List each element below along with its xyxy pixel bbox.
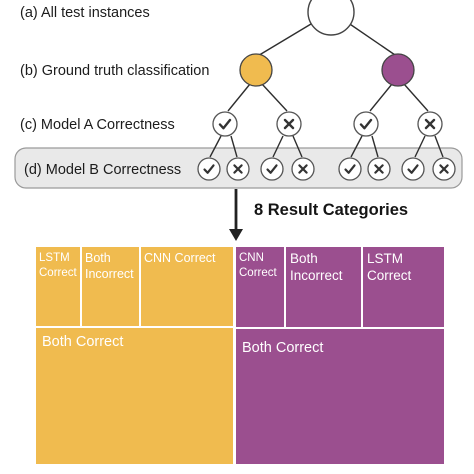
- cross-icon: [233, 164, 243, 174]
- cross-icon: [298, 164, 308, 174]
- edge-a2-to-b4: [292, 135, 303, 158]
- tile-yellow-both-incorrect-label: Both Incorrect: [85, 251, 134, 281]
- model-b-correct-node-3: [338, 157, 362, 181]
- edge-class-2-to-a-correct: [369, 83, 393, 112]
- down-arrow-icon: [229, 189, 243, 241]
- model-b-incorrect-node-1: [226, 157, 250, 181]
- tile-purple-both-incorrect: [286, 247, 361, 327]
- result-heading: 8 Result Categories: [254, 201, 408, 219]
- class-2-node: [381, 53, 415, 87]
- cross-icon: [424, 118, 436, 130]
- step-label-a: (a) All test instances: [20, 5, 150, 21]
- tile-yellow-lstm-correct: [36, 247, 80, 326]
- cross-icon: [283, 118, 295, 130]
- edge-a1-to-b1: [209, 135, 222, 158]
- model-b-incorrect-node-4: [432, 157, 456, 181]
- tile-yellow-both-incorrect: [82, 247, 139, 326]
- edge-class-1-to-a-incorrect: [261, 83, 288, 112]
- tile-purple-both-correct: [236, 329, 444, 464]
- tile-purple-lstm-correct: [363, 247, 444, 327]
- tile-purple-both-correct-label: Both Correct: [242, 340, 323, 356]
- model-a-correct-node-2: [353, 111, 379, 137]
- check-icon: [407, 164, 419, 174]
- edge-class-1-to-a-correct: [227, 83, 251, 112]
- model-b-correct-node-2: [260, 157, 284, 181]
- tile-yellow-cnn-correct: [141, 247, 233, 326]
- tile-purple-lstm-correct-label: LSTM Correct: [367, 251, 412, 283]
- model-b-correct-node-4: [401, 157, 425, 181]
- edge-a3-to-b6: [371, 135, 379, 158]
- edge-a4-to-b8: [434, 135, 444, 158]
- model-b-incorrect-node-3: [367, 157, 391, 181]
- class-1-node: [239, 53, 273, 87]
- cross-icon: [374, 164, 384, 174]
- tile-yellow-cnn-correct-label: CNN Correct: [144, 251, 216, 265]
- tree-edges: [209, 17, 444, 158]
- tile-yellow-both-correct-label: Both Correct: [42, 334, 123, 350]
- step-label-b: (b) Ground truth classification: [20, 63, 209, 79]
- check-icon: [203, 164, 215, 174]
- tile-yellow-lstm-correct-label: LSTM Correct: [39, 252, 78, 279]
- tile-yellow-both-correct: [36, 328, 233, 464]
- tile-purple-cnn-correct-label: CNN Correct: [239, 252, 278, 279]
- model-a-incorrect-node-1: [276, 111, 302, 137]
- model-b-incorrect-node-2: [291, 157, 315, 181]
- edge-class-2-to-a-incorrect: [403, 83, 429, 112]
- check-icon: [218, 118, 232, 130]
- root-node: [307, 0, 355, 36]
- edge-root-to-class-1: [255, 17, 322, 58]
- tile-purple-both-incorrect-label: Both Incorrect: [290, 251, 343, 283]
- check-icon: [359, 118, 373, 130]
- step-label-c: (c) Model A Correctness: [20, 117, 175, 133]
- model-a-incorrect-node-2: [417, 111, 443, 137]
- check-icon: [266, 164, 278, 174]
- tile-purple-cnn-correct: [236, 247, 284, 327]
- edge-a3-to-b5: [350, 135, 363, 158]
- edge-a2-to-b3: [272, 135, 284, 158]
- edge-a1-to-b2: [230, 135, 238, 158]
- cross-icon: [439, 164, 449, 174]
- model-b-correct-node-1: [197, 157, 221, 181]
- edge-a4-to-b7: [414, 135, 426, 158]
- check-icon: [344, 164, 356, 174]
- model-a-correct-node-1: [212, 111, 238, 137]
- step-label-d: (d) Model B Correctness: [24, 162, 181, 178]
